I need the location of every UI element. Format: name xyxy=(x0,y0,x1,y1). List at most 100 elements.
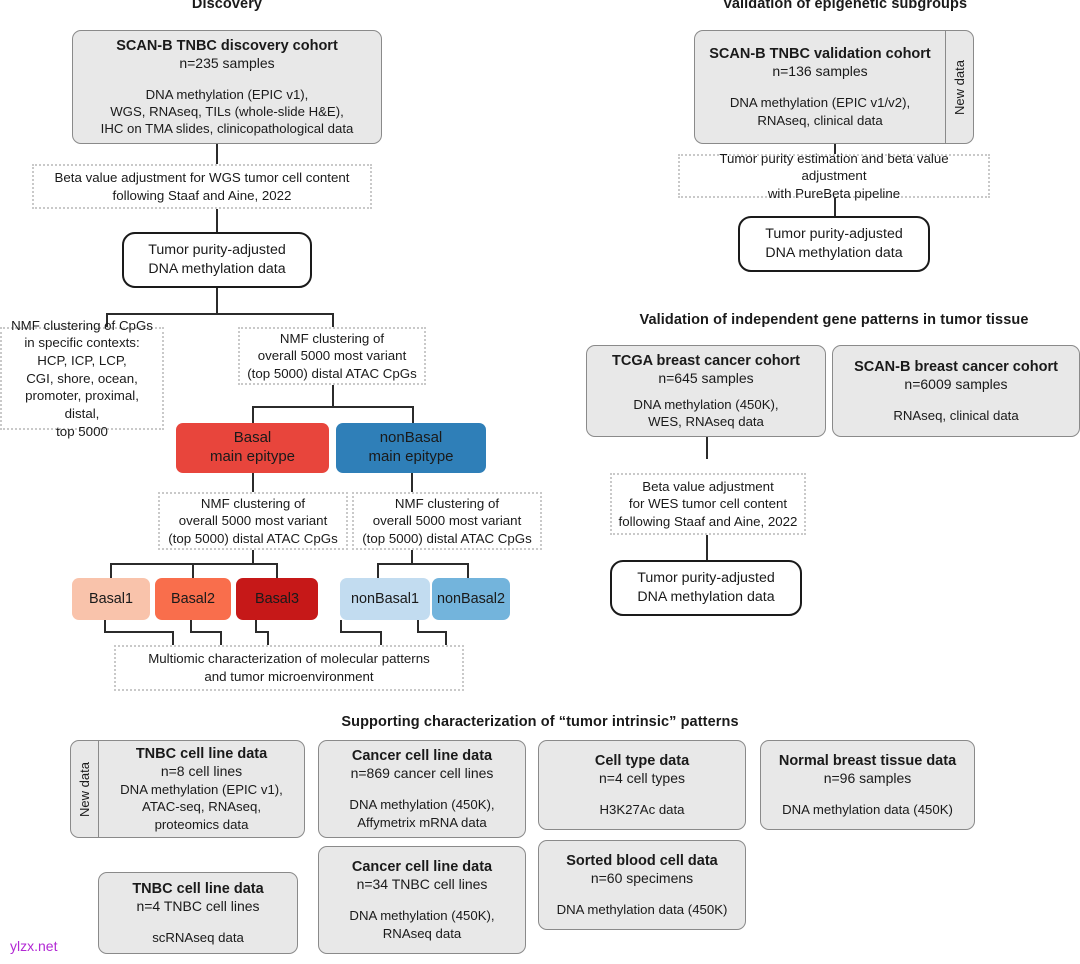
connector-adjust-to-purityadj xyxy=(216,209,218,232)
bracket-basal3-h xyxy=(255,631,269,633)
discovery-purity-adjusted-line-2: DNA methylation data xyxy=(148,261,286,277)
epitype-basal-line-2: main epitype xyxy=(209,448,296,465)
discovery-cohort-detail-1: DNA methylation (EPIC v1), xyxy=(145,86,309,102)
supporting-header-blood: Sorted blood cell data xyxy=(566,852,718,869)
validation-cohort-n: n=136 samples xyxy=(772,63,868,80)
connector-tcga-adjust-to-result xyxy=(706,535,708,560)
connector-basal-to-nmf xyxy=(252,473,254,492)
purebeta-line-1: Tumor purity estimation and beta value a… xyxy=(719,150,949,184)
tcga-cohort-box: TCGA breast cancer cohort n=645 samples … xyxy=(586,345,826,437)
multiomic-box: Multiomic characterization of molecular … xyxy=(114,645,464,691)
nmf-contexts-line-3: HCP, ICP, LCP, xyxy=(37,353,127,368)
epitype-nonbasal-line-2: main epitype xyxy=(368,448,454,465)
supporting-detail-ccl869-1: DNA methylation (450K), xyxy=(349,797,495,813)
tcga-cohort-header: TCGA breast cancer cohort xyxy=(611,353,800,369)
nmf-atac-basal-box: NMF clustering of overall 5000 most vari… xyxy=(158,492,348,550)
subtype-box-basal2: Basal2 xyxy=(155,578,231,620)
new-data-tab-label: New data xyxy=(952,59,968,115)
tcga-beta-adjust-box: Beta value adjustment for WES tumor cell… xyxy=(610,473,806,535)
subtype-label-basal3: Basal3 xyxy=(254,591,299,607)
nmf-atac-nonbasal-box: NMF clustering of overall 5000 most vari… xyxy=(352,492,542,550)
supporting-box-blood: Sorted blood cell data n=60 specimens DN… xyxy=(538,840,746,930)
bracket-nonbasal1-v2 xyxy=(380,631,382,647)
discovery-beta-adjust-line-2: following Staaf and Aine, 2022 xyxy=(112,187,292,203)
scanb-bc-cohort-header: SCAN-B breast cancer cohort xyxy=(854,358,1058,375)
supporting-n-ccl34: n=34 TNBC cell lines xyxy=(356,876,488,893)
purebeta-line-2: with PureBeta pipeline xyxy=(767,185,901,201)
section-title-validation-subgroups: Validation of epigenetic subgroups xyxy=(722,0,968,12)
discovery-beta-adjust-box: Beta value adjustment for WGS tumor cell… xyxy=(32,164,372,209)
new-data-tab-tnbc8: New data xyxy=(70,740,99,838)
connector-purebeta-to-adjusted xyxy=(834,198,836,216)
supporting-n-tnbc8: n=8 cell lines xyxy=(160,763,243,780)
supporting-n-ccl869: n=869 cancer cell lines xyxy=(350,765,494,782)
supporting-box-ccl34: Cancer cell line data n=34 TNBC cell lin… xyxy=(318,846,526,954)
watermark: ylzx.net xyxy=(10,938,58,954)
nmf-atac-line-2: overall 5000 most variant xyxy=(257,348,407,364)
multiomic-line-1: Multiomic characterization of molecular … xyxy=(148,651,430,667)
subtype-label-nonbasal2: nonBasal2 xyxy=(436,591,505,607)
subtype-box-basal1: Basal1 xyxy=(72,578,150,620)
connector-purityadj-bar xyxy=(106,313,334,315)
validation-cohort-detail-2: RNAseq, clinical data xyxy=(757,112,883,128)
connector-basal3-drop xyxy=(276,563,278,578)
connector-discovery-to-adjust xyxy=(216,144,218,164)
discovery-cohort-detail-3: IHC on TMA slides, clinicopathological d… xyxy=(100,120,354,136)
discovery-cohort-n: n=235 samples xyxy=(179,55,275,72)
bracket-basal2-h xyxy=(190,631,222,633)
tcga-cohort-n: n=645 samples xyxy=(658,370,754,387)
section-title-discovery: Discovery xyxy=(191,0,263,12)
supporting-detail-tnbc8-2: ATAC-seq, RNAseq, xyxy=(142,799,261,815)
subtype-label-nonbasal1: nonBasal1 xyxy=(350,591,419,607)
epitype-basal-line-1: Basal xyxy=(233,429,272,447)
connector-nonbasalnmf-stem xyxy=(411,550,413,563)
connector-nonbasal1-drop xyxy=(377,563,379,578)
bracket-basal1-v1 xyxy=(104,620,106,633)
section-title-validation-genes: Validation of independent gene patterns … xyxy=(639,312,1029,328)
supporting-n-normal: n=96 samples xyxy=(823,770,912,787)
scanb-bc-cohort-n: n=6009 samples xyxy=(904,376,1008,393)
discovery-purity-adjusted-line-1: Tumor purity-adjusted xyxy=(148,241,286,258)
supporting-header-celltype: Cell type data xyxy=(594,752,690,769)
scanb-bc-cohort-detail-1: RNAseq, clinical data xyxy=(893,407,1019,423)
bracket-basal3-v1 xyxy=(255,620,257,633)
bracket-basal3-v2 xyxy=(267,631,269,647)
section-title-supporting: Supporting characterization of “tumor in… xyxy=(341,714,739,730)
bracket-basal1-h xyxy=(104,631,174,633)
connector-purityadj-right-drop xyxy=(332,313,334,335)
bracket-nonbasal2-v2 xyxy=(445,631,447,647)
discovery-cohort-detail-2: WGS, RNAseq, TILs (whole-slide H&E), xyxy=(110,103,344,119)
subtype-box-nonbasal2: nonBasal2 xyxy=(432,578,510,620)
supporting-detail-celltype-1: H3K27Ac data xyxy=(599,801,685,817)
nmf-contexts-line-6: top 5000 xyxy=(56,423,108,439)
tcga-cohort-detail-2: WES, RNAseq data xyxy=(648,413,764,429)
bracket-nonbasal2-h xyxy=(417,631,447,633)
tcga-beta-adjust-line-1: Beta value adjustment xyxy=(642,478,774,494)
supporting-box-tnbc4: TNBC cell line data n=4 TNBC cell lines … xyxy=(98,872,298,954)
validation-cohort-wrapper: SCAN-B TNBC validation cohort n=136 samp… xyxy=(694,30,974,144)
validation-cohort-box: SCAN-B TNBC validation cohort n=136 samp… xyxy=(694,30,945,144)
tcga-purity-adjusted-line-1: Tumor purity-adjusted xyxy=(637,569,775,586)
supporting-header-tnbc8: TNBC cell line data xyxy=(135,746,268,763)
subtype-label-basal2: Basal2 xyxy=(170,591,215,607)
supporting-header-tnbc4: TNBC cell line data xyxy=(132,880,264,897)
validation-cohort-detail-1: DNA methylation (EPIC v1/v2), xyxy=(729,95,911,111)
discovery-cohort-header: SCAN-B TNBC discovery cohort xyxy=(116,38,338,54)
nmf-atac-line-3: (top 5000) distal ATAC CpGs xyxy=(247,365,417,381)
scanb-bc-cohort-box: SCAN-B breast cancer cohort n=6009 sampl… xyxy=(832,345,1080,437)
validation-purity-adjusted-line-1: Tumor purity-adjusted xyxy=(765,225,903,242)
connector-nonbasal2-drop xyxy=(467,563,469,578)
connector-purityadj-stem xyxy=(216,288,218,313)
discovery-cohort-box: SCAN-B TNBC discovery cohort n=235 sampl… xyxy=(72,30,382,144)
connector-basal1-drop xyxy=(110,563,112,578)
nmf-atac-basal-line-2: overall 5000 most variant xyxy=(178,513,328,529)
discovery-purity-adjusted-box: Tumor purity-adjusted DNA methylation da… xyxy=(122,232,312,288)
supporting-header-normal: Normal breast tissue data xyxy=(778,752,957,769)
epitype-nonbasal-line-1: nonBasal xyxy=(379,429,443,447)
supporting-detail-ccl869-2: Affymetrix mRNA data xyxy=(357,814,487,830)
connector-basal-subtypes-bar xyxy=(110,563,278,565)
bracket-nonbasal1-h xyxy=(340,631,382,633)
bracket-basal2-v2 xyxy=(220,631,222,647)
nmf-contexts-line-2: in specific contexts: xyxy=(24,335,140,351)
